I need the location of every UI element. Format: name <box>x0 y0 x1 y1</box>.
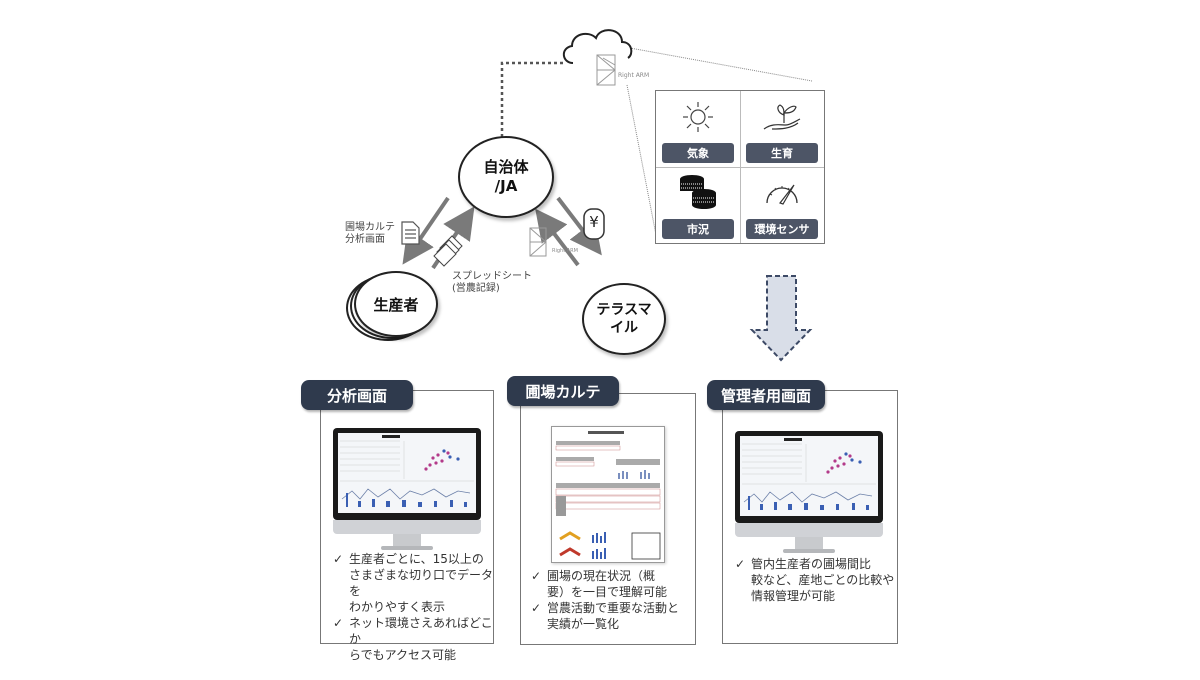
bullet-line: 実績が一覧化 <box>547 617 620 631</box>
data-source-label: 気象 <box>662 143 734 163</box>
data-source-growth: 生育 <box>740 91 824 167</box>
bullet-line: 圃場の現在状況（概 <box>547 569 656 583</box>
node-municipality: 自治体 /JA <box>458 136 554 218</box>
yen-icon <box>583 208 605 240</box>
data-source-market: 市況 <box>656 167 740 243</box>
flow-label-to-municipality-line2: (営農記録) <box>452 283 500 294</box>
flow-label-to-producer-line1: 圃場カルテ <box>345 222 395 233</box>
card-tab-admin-screen: 管理者用画面 <box>707 380 825 410</box>
terrasmile-logo-text: Right ARM <box>552 248 578 254</box>
card-analysis-screen: ✓ 生産者ごとに、15以上の さまざまな切り口でデータを わかりやすく表示 ✓ … <box>320 390 494 662</box>
bullet-line: ネット環境さえあればどこか <box>349 616 493 646</box>
data-source-label: 環境センサ <box>746 219 818 239</box>
bullet-line: 生産者ごとに、15以上の <box>349 552 484 566</box>
card-tab-field-report: 圃場カルテ <box>507 376 619 406</box>
bullet-item: ✓ 生産者ごとに、15以上の さまざまな切り口でデータを わかりやすく表示 <box>333 551 493 615</box>
bullet-line: 営農活動で重要な活動と <box>547 601 680 615</box>
check-icon: ✓ <box>333 552 344 566</box>
yen-symbol: ¥ <box>589 213 599 231</box>
arrow-to-producer <box>402 196 450 265</box>
card-field-report-bullets: ✓ 圃場の現在状況（概 要）を一目で理解可能 ✓ 営農活動で重要な活動と 実績が… <box>531 568 691 632</box>
bullet-line: らでもアクセス可能 <box>349 648 457 662</box>
node-producer: 生産者 <box>354 271 438 337</box>
check-icon: ✓ <box>735 557 746 571</box>
bullet-item: ✓ 営農活動で重要な活動と 実績が一覧化 <box>531 600 691 632</box>
check-icon: ✓ <box>531 569 542 583</box>
down-arrow-icon <box>749 275 813 362</box>
data-source-label: 生育 <box>746 143 818 163</box>
bullet-line: わかりやすく表示 <box>349 600 446 614</box>
node-municipality-line2: /JA <box>494 177 518 195</box>
rightarm-logo-icon <box>596 54 616 86</box>
node-terrasmile-line1: テラスマ <box>596 302 652 318</box>
field-report-document-image <box>551 426 665 563</box>
bullet-line: 情報管理が可能 <box>751 589 836 603</box>
plant-in-hand-icon <box>763 104 801 130</box>
spreadsheet-stack-icon <box>433 235 463 267</box>
bullet-line: さまざまな切り口でデータを <box>349 568 494 598</box>
node-municipality-line1: 自治体 <box>483 158 529 176</box>
field-report-thumbnail <box>555 431 661 560</box>
data-sources-panel: 気象 生育 市況 <box>655 90 825 244</box>
flow-label-to-municipality: スプレッドシート (営農記録) <box>452 271 532 295</box>
bullet-item: ✓ 圃場の現在状況（概 要）を一目で理解可能 <box>531 568 691 600</box>
node-terrasmile: テラスマ イル <box>582 283 666 355</box>
card-analysis-bullets: ✓ 生産者ごとに、15以上の さまざまな切り口でデータを わかりやすく表示 ✓ … <box>333 551 493 663</box>
card-field-report: ✓ 圃場の現在状況（概 要）を一目で理解可能 ✓ 営農活動で重要な活動と 実績が… <box>520 393 696 645</box>
check-icon: ✓ <box>531 601 542 615</box>
card-admin-bullets: ✓ 管内生産者の圃場間比 較など、産地ごとの比較や 情報管理が可能 <box>735 556 895 604</box>
flow-label-to-producer-line2: 分析画面 <box>345 234 385 245</box>
rightarm-logo-small-icon <box>529 227 547 257</box>
flow-label-to-producer: 圃場カルテ 分析画面 <box>345 222 395 246</box>
cloud-link-dotted-line <box>500 61 563 138</box>
node-terrasmile-line2: イル <box>610 320 638 336</box>
card-tab-analysis-screen: 分析画面 <box>301 380 413 410</box>
node-producer-label: 生産者 <box>373 295 419 314</box>
dashboard-thumbnail <box>742 438 876 510</box>
bullet-line: 較など、産地ごとの比較や <box>751 573 895 587</box>
cloud-icon <box>562 29 633 64</box>
document-icon <box>401 221 420 245</box>
data-source-env-sensor: 環境センサ <box>740 167 824 243</box>
cloud-logo-text: Right ARM <box>618 72 650 79</box>
card-admin-screen: ✓ 管内生産者の圃場間比 較など、産地ごとの比較や 情報管理が可能 <box>722 390 898 644</box>
coins-icon <box>680 175 716 209</box>
arrow-terrasmile-to-municipality <box>535 208 580 267</box>
data-source-weather: 気象 <box>656 91 740 167</box>
arrow-municipality-to-terrasmile <box>556 196 602 256</box>
gauge-icon <box>766 184 798 205</box>
flow-label-to-municipality-line1: スプレッドシート <box>452 271 532 282</box>
data-source-label: 市況 <box>662 219 734 239</box>
sun-icon <box>683 102 713 132</box>
cloud-panel-line-top <box>629 47 813 82</box>
bullet-line: 要）を一目で理解可能 <box>547 585 668 599</box>
dashboard-thumbnail <box>340 435 474 507</box>
bullet-item: ✓ 管内生産者の圃場間比 較など、産地ごとの比較や 情報管理が可能 <box>735 556 895 604</box>
check-icon: ✓ <box>333 616 344 630</box>
bullet-line: 管内生産者の圃場間比 <box>751 557 872 571</box>
cloud-panel-line-left <box>626 84 658 241</box>
bullet-item: ✓ ネット環境さえあればどこか らでもアクセス可能 <box>333 615 493 663</box>
